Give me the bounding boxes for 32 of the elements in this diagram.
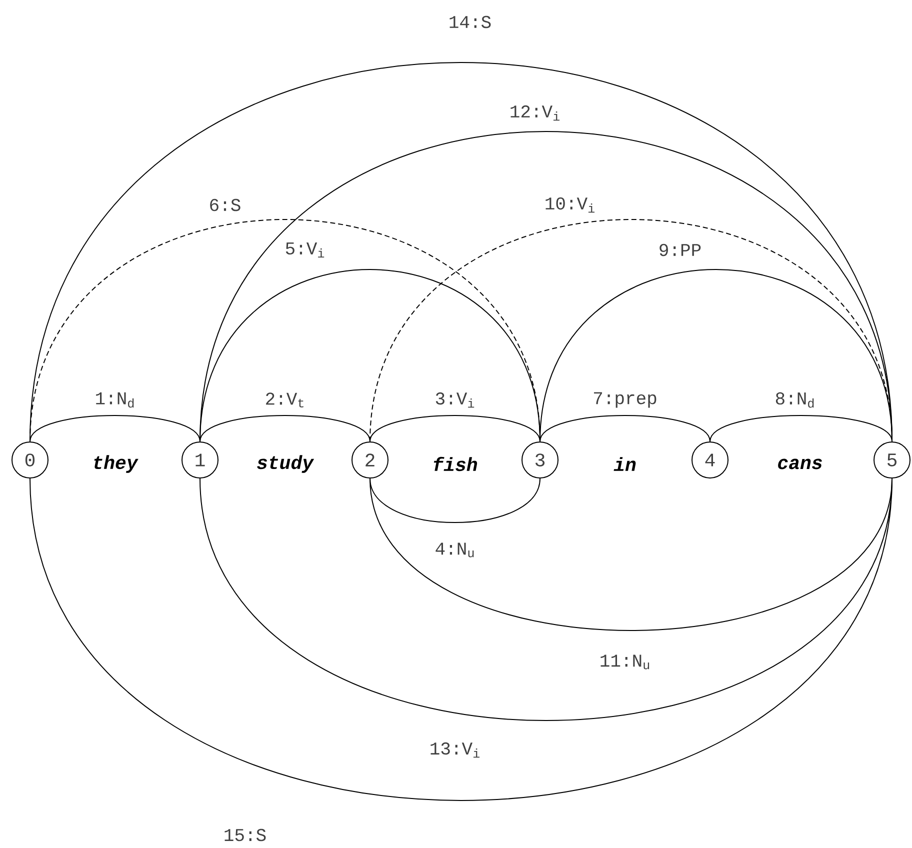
- edge-label: 12:V$_{i}$: [508, 104, 562, 122]
- arc: [200, 131, 893, 442]
- edge-label: 14:S: [447, 14, 493, 30]
- edge-label: 6:S: [208, 198, 242, 212]
- edge-label: 7:prep: [592, 391, 658, 409]
- edge-label: 3:V$_{i}$: [434, 391, 476, 409]
- word: study: [257, 455, 314, 473]
- arc: [540, 269, 893, 442]
- arc: [370, 414, 540, 442]
- arc: [30, 414, 200, 442]
- edge-label: 2:V$_{t}$: [264, 392, 306, 408]
- edge-label: 9:PP: [657, 242, 703, 258]
- edge-label: 11:N$_{u}$: [598, 654, 652, 670]
- edge-label: 5:V$_{i}$: [284, 241, 326, 259]
- edge-label: 1:N$_{d}$: [94, 391, 136, 409]
- arc: [200, 414, 370, 442]
- arc: [200, 478, 893, 722]
- edge-label: 4:N$_{u}$: [434, 542, 476, 558]
- arc: [540, 414, 710, 442]
- arc: [710, 414, 893, 442]
- word: in: [614, 457, 636, 471]
- arc: [370, 478, 893, 632]
- word: fish: [434, 456, 478, 472]
- word: cans: [778, 458, 822, 470]
- word: they: [94, 455, 138, 473]
- arc: [370, 478, 540, 524]
- edge-label: 8:N$_{d}$: [774, 391, 816, 409]
- arc: [30, 478, 893, 801]
- arc: [30, 62, 893, 442]
- edge-label: 13:V$_{i}$: [428, 741, 482, 759]
- edge-label: 10:V$_{i}$: [543, 196, 597, 214]
- edge-label: 15:S: [222, 828, 268, 842]
